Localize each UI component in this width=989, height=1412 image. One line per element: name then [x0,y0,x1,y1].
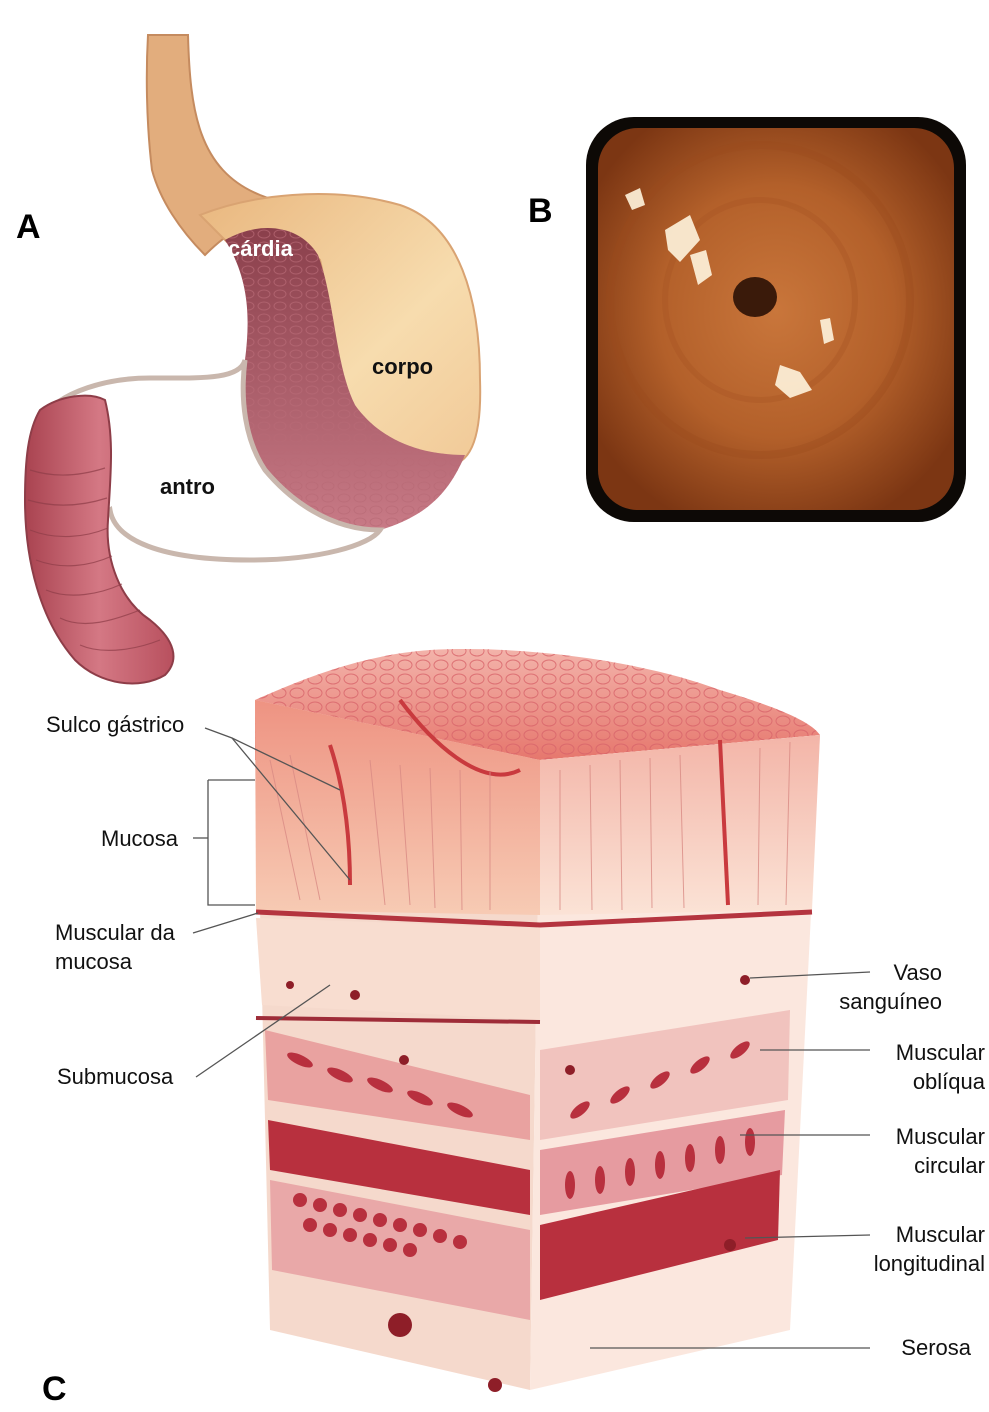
label-vaso: Vaso [893,958,942,987]
label-corpo: corpo [372,354,433,380]
label-muscular-longitudinal-2: longitudinal [874,1249,985,1278]
panel-letter-a: A [16,208,41,247]
label-serosa: Serosa [901,1333,971,1362]
label-sanguineo: sanguíneo [839,987,942,1016]
label-antro: antro [160,474,215,500]
label-muscular-longitudinal-1: Muscular [896,1220,985,1249]
label-muscular-circular-1: Muscular [896,1122,985,1151]
label-submucosa: Submucosa [57,1062,173,1091]
label-mucosa: Mucosa [101,824,178,853]
label-cardia: cárdia [228,236,293,262]
label-muscular-circular-2: circular [914,1151,985,1180]
tissue-block [255,649,820,1392]
endoscopy-image [586,117,966,522]
label-mucosa-2: mucosa [55,947,132,976]
label-muscular-da: Muscular da [55,918,175,947]
label-sulco-gastrico: Sulco gástrico [46,710,184,739]
panel-letter-c: C [42,1370,67,1409]
panel-letter-b: B [528,192,553,231]
label-muscular-obliqua-2: oblíqua [913,1067,985,1096]
label-muscular-obliqua-1: Muscular [896,1038,985,1067]
pylorus-opening [733,277,777,317]
